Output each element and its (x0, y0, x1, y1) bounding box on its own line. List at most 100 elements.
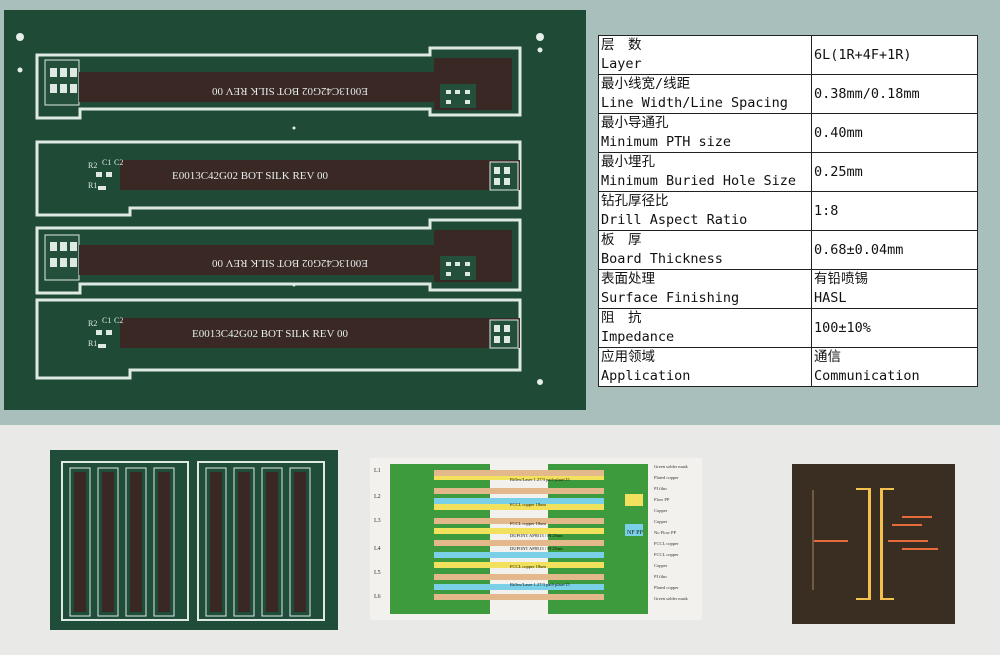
spec-label-en: Layer (601, 56, 642, 72)
spec-value-cell: 6L(1R+4F+1R) (811, 35, 978, 75)
stackup-side-note: PI film (654, 574, 667, 579)
spec-label-en: Drill Aspect Ratio (601, 212, 748, 228)
component-label-r2: R2 (88, 319, 97, 328)
stackup-layer (434, 584, 604, 590)
spec-value-cell: 0.68±0.04mm (811, 230, 978, 270)
material-label: FCCL copper 18um (510, 521, 546, 526)
silk-outline (35, 218, 522, 295)
stackup-layer-id: L1 (374, 468, 381, 474)
spec-value: 0.68±0.04mm (814, 241, 904, 258)
flex-trace (120, 318, 520, 348)
small-flex-strip (102, 472, 114, 612)
stackup-layer (434, 552, 604, 558)
small-flex-strip (74, 472, 86, 612)
component-label-c2: C2 (114, 316, 123, 325)
component-label-c1: C1 (102, 158, 111, 167)
spec-label-en: Surface Finishing (601, 290, 740, 306)
component-label-c2: C2 (114, 158, 123, 167)
spec-value: 1:8 (814, 202, 839, 219)
spec-row: 最小导通孔 Minimum PTH size 0.40mm (598, 113, 978, 153)
spec-value: 6L(1R+4F+1R) (814, 46, 912, 63)
stackup-layer-id: L3 (374, 518, 381, 524)
spec-row: 最小埋孔 Minimum Buried Hole Size 0.25mm (598, 152, 978, 192)
spec-label-cn: 最小导通孔 (601, 115, 669, 131)
stackup-side-note: Flow PP (654, 497, 670, 502)
spec-label-cn: 板 厚 (601, 232, 642, 248)
stackup-layer (434, 528, 604, 534)
spec-value: 0.40mm (814, 124, 863, 141)
silk-outline (35, 46, 522, 120)
spec-label-en: Minimum PTH size (601, 134, 732, 150)
stackup-side-note: PI film (654, 486, 667, 491)
spec-label-cell: 板 厚 Board Thickness (598, 230, 812, 270)
spec-label-cn: 最小线宽/线距 (601, 76, 691, 92)
cross-section-image (792, 464, 955, 624)
spec-value-cell: 0.25mm (811, 152, 978, 192)
spec-label-cell: 最小导通孔 Minimum PTH size (598, 113, 812, 153)
component-label-r2: R2 (88, 161, 97, 170)
small-flex-strip (130, 472, 142, 612)
stackup-layer (434, 518, 604, 524)
mounting-hole (537, 47, 543, 53)
spec-value-cell: 有铅喷锡 HASL (811, 269, 978, 309)
pcb-panel-image: E0013C42G02 BOT SILK REV 00 R2 C1 C2 R1 … (0, 10, 590, 420)
spec-label-cn: 应用领域 (601, 349, 655, 365)
stackup-layer (434, 562, 604, 568)
material-label: FCCL copper 18um (510, 564, 546, 569)
spec-row: 板 厚 Board Thickness 0.68±0.04mm (598, 230, 978, 270)
stackup-layer (434, 574, 604, 580)
stackup-layer-id: L2 (374, 494, 381, 500)
stackup-tag: NF PP (627, 530, 644, 536)
silk-outline (35, 298, 522, 380)
stackup-layer (434, 594, 604, 600)
stackup-layer (434, 470, 604, 476)
stackup-layer (434, 504, 604, 510)
spec-value-cn: 有铅喷锡 (814, 271, 868, 287)
material-label: DUPONT AP8515 / PI 25um (510, 533, 563, 538)
stackup-layer (434, 476, 604, 480)
spec-value: Communication (814, 368, 920, 384)
stackup-side-note: Green solder mask (654, 464, 688, 469)
spec-label-cn: 最小埋孔 (601, 154, 655, 170)
flex-trace (79, 72, 434, 102)
stackup-side-note: Plated copper (654, 475, 679, 480)
spec-label-en: Minimum Buried Hole Size (601, 173, 797, 189)
mounting-hole (537, 379, 543, 385)
material-label: DUPONT AP8515 / PI 25um (510, 546, 563, 551)
spec-value: 100±10% (814, 319, 871, 336)
spec-value: HASL (814, 290, 847, 306)
strip-label-1: E0013C42G02 BOT SILK REV 00 (211, 85, 368, 97)
mounting-hole (17, 67, 23, 73)
stackup-side-note: Green solder mask (654, 596, 688, 601)
small-flex-strip (266, 472, 278, 612)
spec-value-cn: 通信 (814, 349, 841, 365)
mounting-hole (536, 33, 544, 41)
stackup-side-note: Copper (654, 519, 668, 524)
spec-label-en: Board Thickness (601, 251, 723, 267)
spec-value-cell: 0.38mm/0.18mm (811, 74, 978, 114)
stackup-side-note: Copper (654, 508, 668, 513)
spec-label-en: Line Width/Line Spacing (601, 95, 788, 111)
stackup-layer-id: L5 (374, 570, 381, 576)
component-label-c1: C1 (102, 316, 111, 325)
stackup-side-note: No Flow PP (654, 530, 677, 535)
spec-label-cn: 阻 抗 (601, 310, 642, 326)
mounting-hole (16, 33, 24, 41)
small-flex-strip (158, 472, 170, 612)
spec-value-cell: 100±10% (811, 308, 978, 348)
small-flex-strip (210, 472, 222, 612)
spec-value: 0.25mm (814, 163, 863, 180)
stackup-layer (434, 540, 604, 546)
stackup-layer-id: L4 (374, 546, 381, 552)
material-label: Riflex/Laser 1.27/3 pad+plate/15 (510, 582, 570, 587)
